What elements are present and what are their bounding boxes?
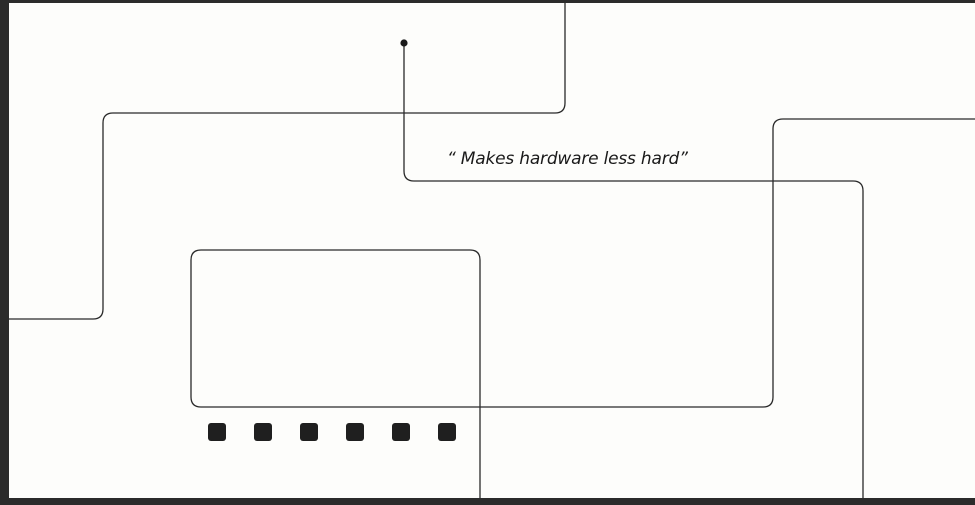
artwork-canvas: “ Makes hardware less hard” — [9, 3, 975, 498]
pad-square — [392, 423, 410, 441]
pad-square — [346, 423, 364, 441]
pad-square — [300, 423, 318, 441]
trace-right — [190, 118, 975, 498]
pad-square — [438, 423, 456, 441]
pad-square — [254, 423, 272, 441]
trace-upper-left — [9, 3, 566, 320]
pad-row — [208, 423, 456, 441]
trace-center — [403, 42, 864, 498]
tagline-text: “ Makes hardware less hard” — [447, 149, 688, 169]
pad-square — [208, 423, 226, 441]
trace-terminal-dot — [400, 39, 408, 47]
circuit-traces — [9, 3, 975, 498]
